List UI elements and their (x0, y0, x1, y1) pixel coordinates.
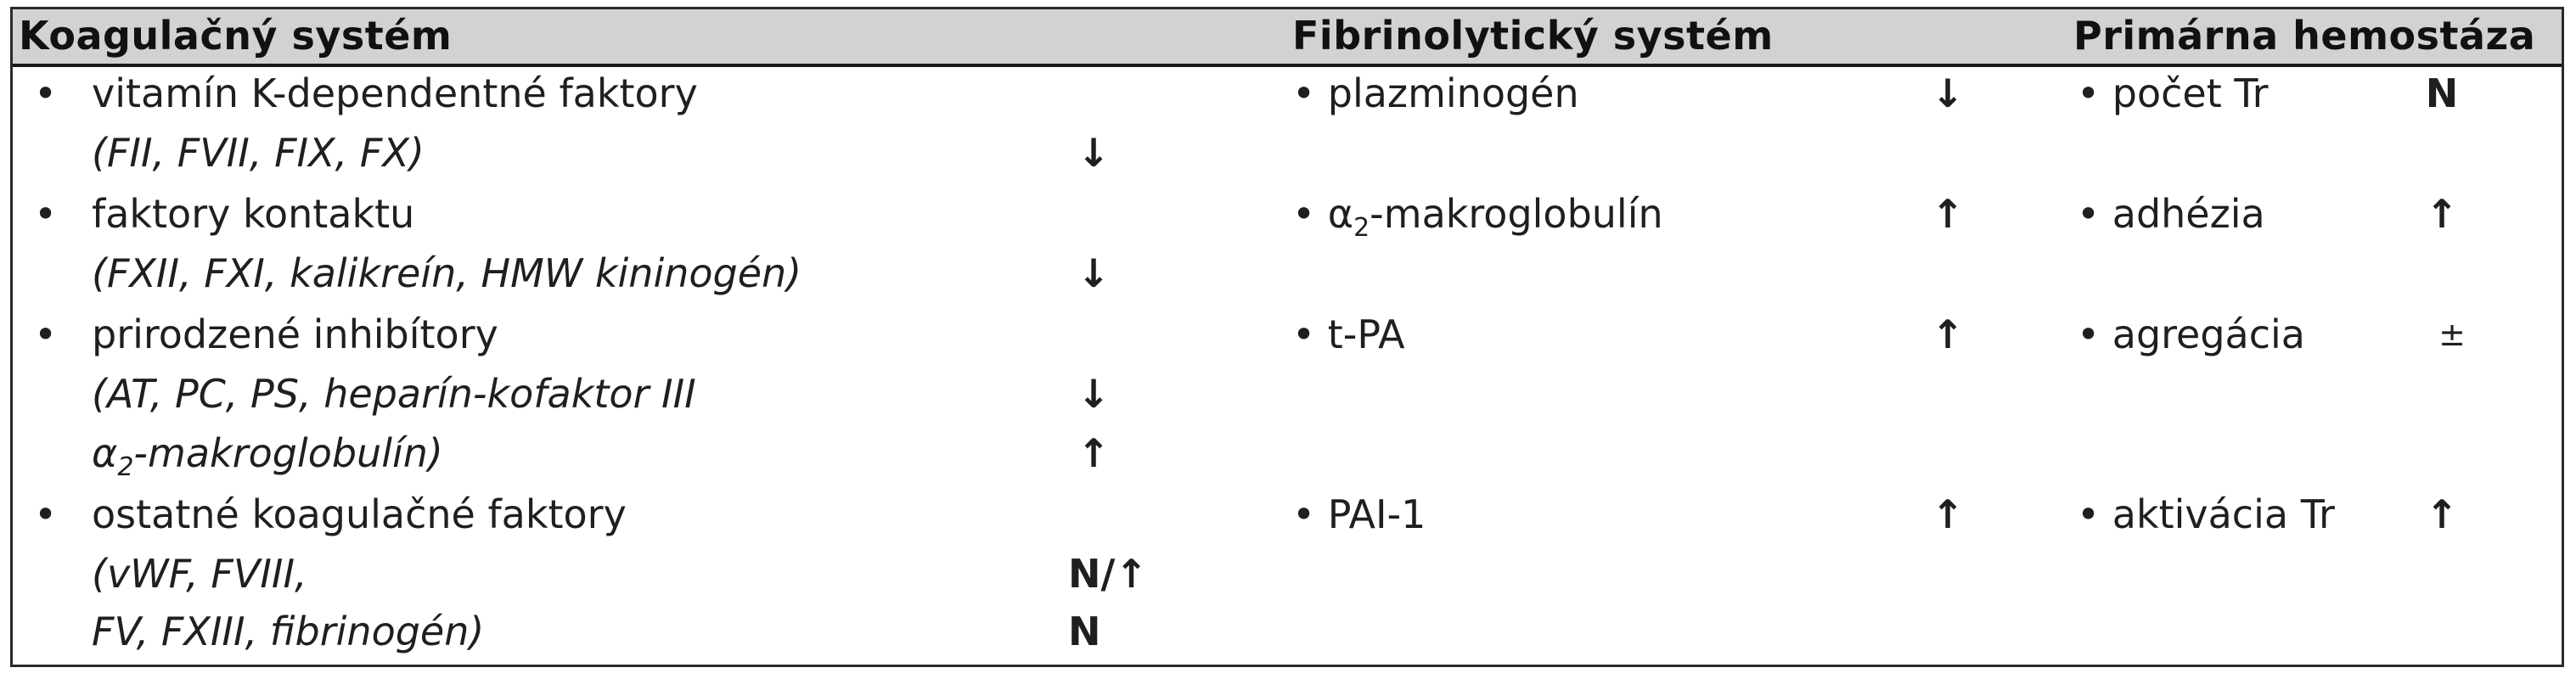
table-frame (10, 7, 2564, 667)
fibr-row2-prefix: • α (1292, 191, 1354, 237)
prim-row4-label: • aktivácia Tr (2077, 491, 2335, 537)
coag-row1-value: ↓ (1077, 130, 1111, 176)
coag-bullet-1: • (34, 70, 58, 116)
coag-row2-detail: (FXII, FXI, kalikreín, HMW kininogén) (92, 250, 802, 296)
coag-row3-value1: ↓ (1077, 371, 1111, 417)
coag-row3-detail2: α2-makroglobulín) (92, 429, 443, 491)
coag-row2-label: faktory kontaktu (92, 191, 415, 237)
prim-row2-label: • adhézia (2077, 191, 2265, 237)
fibr-row1-label: • plazminogén (1292, 70, 1579, 116)
prim-row3-label: • agregácia (2077, 311, 2305, 357)
coag-row4-label: ostatné koagulačné faktory (92, 491, 627, 537)
coag-bullet-3: • (34, 311, 58, 357)
header-band (13, 9, 2562, 64)
coag-row4-value2: N (1068, 609, 1101, 654)
fibr-row4-label: • PAI-1 (1292, 491, 1426, 537)
prim-row1-value: N (2425, 70, 2459, 116)
prim-row1-label: • počet Tr (2077, 70, 2269, 116)
alpha-subscript: 2 (117, 452, 134, 482)
coag-row3-label: prirodzené inhibítory (92, 311, 498, 357)
prim-row3-value: ± (2438, 316, 2466, 353)
fibr-row2-subscript: 2 (1353, 213, 1370, 243)
coag-bullet-2: • (34, 191, 58, 237)
header-fibrinolytic: Fibrinolytický systém (1292, 13, 1774, 59)
fibr-row1-value: ↓ (1931, 70, 1965, 116)
prim-row4-value: ↑ (2425, 491, 2459, 537)
fibr-row2-label: • α2-makroglobulín (1292, 190, 1663, 252)
fibr-row3-label: • t-PA (1292, 311, 1405, 357)
coag-row3-detail2-rest: -makroglobulín) (133, 430, 443, 476)
header-divider (13, 64, 2562, 67)
coag-row4-detail1: (vWF, FVIII, (92, 551, 307, 597)
coag-row3-detail1: (AT, PC, PS, heparín-kofaktor III (92, 371, 696, 417)
fibr-row3-value: ↑ (1931, 311, 1965, 357)
coag-bullet-4: • (34, 491, 58, 537)
coag-row2-value: ↓ (1077, 250, 1111, 296)
coag-row4-detail2: FV, FXIII, fibrinogén) (92, 609, 485, 654)
alpha-symbol: α (92, 430, 118, 476)
coag-row1-label: vitamín K-dependentné faktory (92, 70, 698, 116)
prim-row2-value: ↑ (2425, 191, 2459, 237)
header-coagulation: Koagulačný systém (19, 13, 453, 59)
header-primary-hemostasis: Primárna hemostáza (2073, 13, 2536, 59)
fibr-row4-value: ↑ (1931, 491, 1965, 537)
coag-row4-value1: N/↑ (1068, 551, 1148, 597)
fibr-row2-rest: -makroglobulín (1370, 191, 1663, 237)
fibr-row2-value: ↑ (1931, 191, 1965, 237)
coag-row3-value2: ↑ (1077, 430, 1111, 476)
coag-row1-detail: (FII, FVII, FIX, FX) (92, 130, 425, 176)
